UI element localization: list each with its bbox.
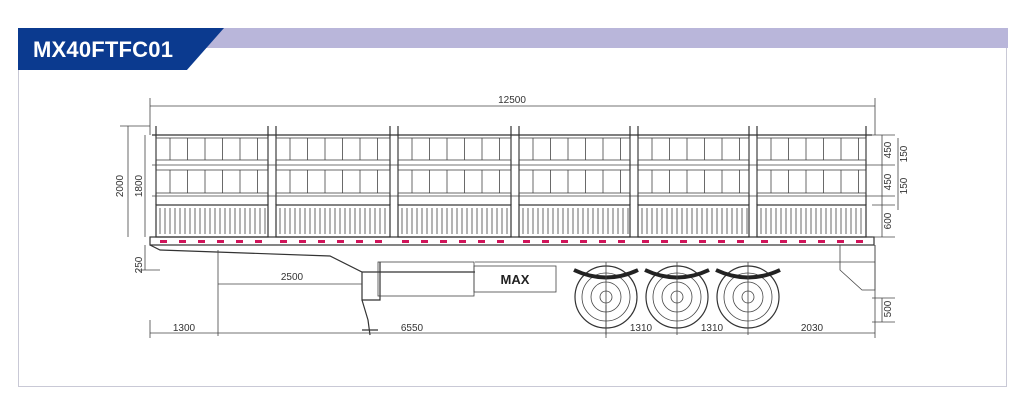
- toolbox: [377, 261, 475, 297]
- side-marker-light: [680, 240, 687, 243]
- rail-panel: [397, 137, 512, 161]
- gooseneck-chassis: [149, 244, 475, 301]
- side-marker-light: [761, 240, 768, 243]
- dim-axle-spacing-2: 1310: [701, 323, 724, 334]
- side-marker-light: [580, 240, 587, 243]
- trailer-body: [149, 126, 876, 336]
- dim-front-overhang: 1300: [173, 323, 196, 334]
- side-marker-light: [402, 240, 409, 243]
- dim-overall-height: 2000: [115, 174, 126, 197]
- rail-panel: [637, 169, 750, 194]
- side-marker-light: [299, 240, 306, 243]
- dim-body-height: 1800: [134, 174, 145, 197]
- side-board: [397, 204, 512, 238]
- dim-axle-spacing-1: 1310: [630, 323, 653, 334]
- side-marker-light: [837, 240, 844, 243]
- side-marker-light: [497, 240, 504, 243]
- axle-group: [573, 262, 781, 335]
- side-marker-light: [255, 240, 262, 243]
- side-marker-light: [818, 240, 825, 243]
- dim-middle-panel: 450: [883, 173, 894, 190]
- side-marker-light: [661, 240, 668, 243]
- brand-plate: [473, 265, 557, 293]
- dim-deck-offset: 250: [134, 256, 145, 273]
- side-marker-light: [217, 240, 224, 243]
- dim-panel-gap-2: 150: [899, 177, 910, 194]
- side-marker-light: [179, 240, 186, 243]
- dim-kingpin-axle: 6550: [401, 323, 424, 334]
- rail-panel: [518, 137, 631, 161]
- model-title: MX40FTFC01: [33, 37, 174, 62]
- side-marker-light: [699, 240, 706, 243]
- side-board: [275, 204, 391, 238]
- rail-panel: [275, 169, 391, 194]
- rail-panel: [756, 137, 867, 161]
- side-marker-light: [799, 240, 806, 243]
- rail-panel: [756, 169, 867, 194]
- model-title-tab: MX40FTFC01: [18, 28, 224, 70]
- dim-kingpin-landing-gear: 2500: [281, 272, 304, 283]
- side-marker-light: [642, 240, 649, 243]
- dim-overall-length: 12500: [498, 95, 526, 106]
- side-marker-light: [737, 240, 744, 243]
- side-marker-light: [318, 240, 325, 243]
- side-marker-light: [375, 240, 382, 243]
- side-marker-light: [561, 240, 568, 243]
- landing-gear: [361, 299, 378, 336]
- side-marker-light: [478, 240, 485, 243]
- rear-bumper: [839, 245, 876, 291]
- side-marker-light: [856, 240, 863, 243]
- side-marker-light: [160, 240, 167, 243]
- side-marker-light: [280, 240, 287, 243]
- rail-panel: [518, 169, 631, 194]
- side-marker-light: [440, 240, 447, 243]
- dimension-lines: [120, 98, 899, 338]
- side-board: [756, 204, 867, 238]
- rail-panel: [637, 137, 750, 161]
- side-marker-light: [618, 240, 625, 243]
- dim-top-panel: 450: [883, 141, 894, 158]
- side-marker-light: [459, 240, 466, 243]
- side-marker-light: [780, 240, 787, 243]
- header-band: [200, 28, 1008, 48]
- dim-panel-gap-1: 150: [899, 145, 910, 162]
- side-marker-light: [542, 240, 549, 243]
- brand-plate-text: MAX: [501, 272, 530, 287]
- rail-panel: [155, 169, 269, 194]
- side-board: [155, 204, 269, 238]
- side-marker-light: [523, 240, 530, 243]
- side-marker-light: [421, 240, 428, 243]
- side-marker-light: [198, 240, 205, 243]
- dim-bottom-panel: 600: [883, 212, 894, 229]
- side-marker-light: [356, 240, 363, 243]
- dim-rear-overhang: 2030: [801, 323, 824, 334]
- rail-panel: [275, 137, 391, 161]
- rail-panel: [397, 169, 512, 194]
- rail-panel: [155, 137, 269, 161]
- side-marker-light: [337, 240, 344, 243]
- deck-side-beam: [149, 236, 875, 246]
- side-marker-light: [718, 240, 725, 243]
- side-marker-light: [599, 240, 606, 243]
- side-marker-light: [236, 240, 243, 243]
- dim-rear-bumper: 500: [883, 300, 894, 317]
